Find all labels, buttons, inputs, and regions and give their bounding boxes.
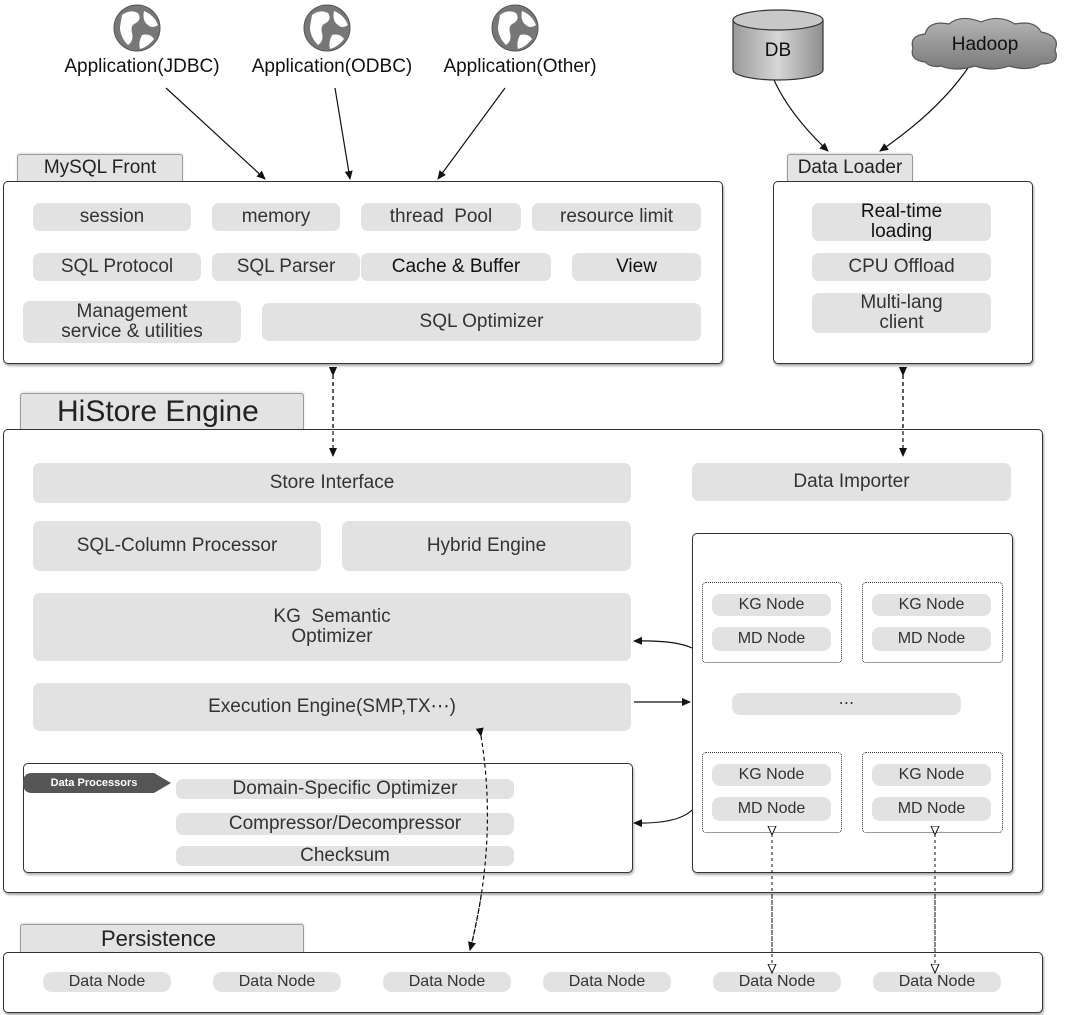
management-box: Management service & utilities	[23, 301, 241, 343]
execution-engine-box: Execution Engine(SMP,TX⋯)	[33, 683, 631, 731]
globe-icon	[491, 4, 539, 52]
data-node: Data Node	[383, 972, 511, 992]
checksum-box: Checksum	[176, 846, 514, 866]
db-arrow	[773, 79, 829, 152]
store-interface-box: Store Interface	[33, 463, 631, 503]
sql-column-processor-box: SQL-Column Processor	[33, 521, 321, 571]
multi-lang-client-box: Multi-lang client	[812, 293, 991, 333]
histore-engine-title: HiStore Engine	[20, 393, 304, 429]
hadoop-arrow	[879, 64, 971, 152]
kg-semantic-optimizer-box: KG Semantic Optimizer	[33, 593, 631, 661]
cpu-offload-box: CPU Offload	[812, 253, 991, 281]
md-node: MD Node	[872, 627, 991, 651]
md-node: MD Node	[712, 797, 831, 821]
jdbc-arrow	[165, 87, 266, 180]
node-group	[862, 582, 1003, 663]
data-node: Data Node	[213, 972, 341, 992]
session-box: session	[33, 203, 191, 231]
md-node: MD Node	[712, 627, 831, 651]
thread-pool-box: thread Pool	[361, 203, 521, 231]
resource-limit-box: resource limit	[532, 203, 701, 231]
other-arrow	[437, 87, 506, 180]
persistence-title: Persistence	[20, 924, 304, 952]
data-processors-tag: Data Processors	[50, 777, 138, 789]
view-box: View	[572, 253, 701, 281]
sql-parser-box: SQL Parser	[212, 253, 360, 281]
data-importer-box: Data Importer	[692, 463, 1011, 501]
data-node: Data Node	[543, 972, 671, 992]
mysql-front-title: MySQL Front	[17, 154, 183, 181]
kg-node: KG Node	[872, 594, 991, 616]
kg-node: KG Node	[712, 594, 831, 616]
application-odbc-label: Application(ODBC)	[251, 56, 413, 77]
data-node: Data Node	[713, 972, 841, 992]
data-processors-tag-shape	[23, 773, 171, 793]
data-node: Data Node	[873, 972, 1001, 992]
kg-node: KG Node	[712, 764, 831, 786]
kg-node: KG Node	[872, 764, 991, 786]
realtime-loading-box: Real-time loading	[812, 202, 991, 242]
node-group	[702, 582, 842, 663]
application-other-label: Application(Other)	[443, 56, 597, 77]
db-label: DB	[764, 40, 792, 61]
data-loader-title: Data Loader	[787, 154, 913, 181]
odbc-arrow	[334, 87, 353, 180]
compressor-decompressor-box: Compressor/Decompressor	[176, 813, 514, 835]
globe-icon	[113, 4, 161, 52]
sql-protocol-box: SQL Protocol	[33, 253, 201, 281]
cache-buffer-box: Cache & Buffer	[361, 253, 551, 281]
data-node: Data Node	[43, 972, 171, 992]
globe-icon	[303, 4, 351, 52]
md-node: MD Node	[872, 797, 991, 821]
sql-optimizer-box: SQL Optimizer	[262, 303, 701, 341]
cloud-icon	[911, 17, 1057, 70]
memory-box: memory	[212, 203, 340, 231]
cluster-ellipsis: ⋯	[732, 693, 961, 715]
hybrid-engine-box: Hybrid Engine	[342, 521, 631, 571]
database-icon	[732, 9, 824, 81]
application-jdbc-label: Application(JDBC)	[64, 56, 220, 77]
persistence-panel	[3, 952, 1043, 1013]
hadoop-label: Hadoop	[951, 34, 1019, 55]
domain-specific-optimizer-box: Domain-Specific Optimizer	[176, 779, 514, 799]
